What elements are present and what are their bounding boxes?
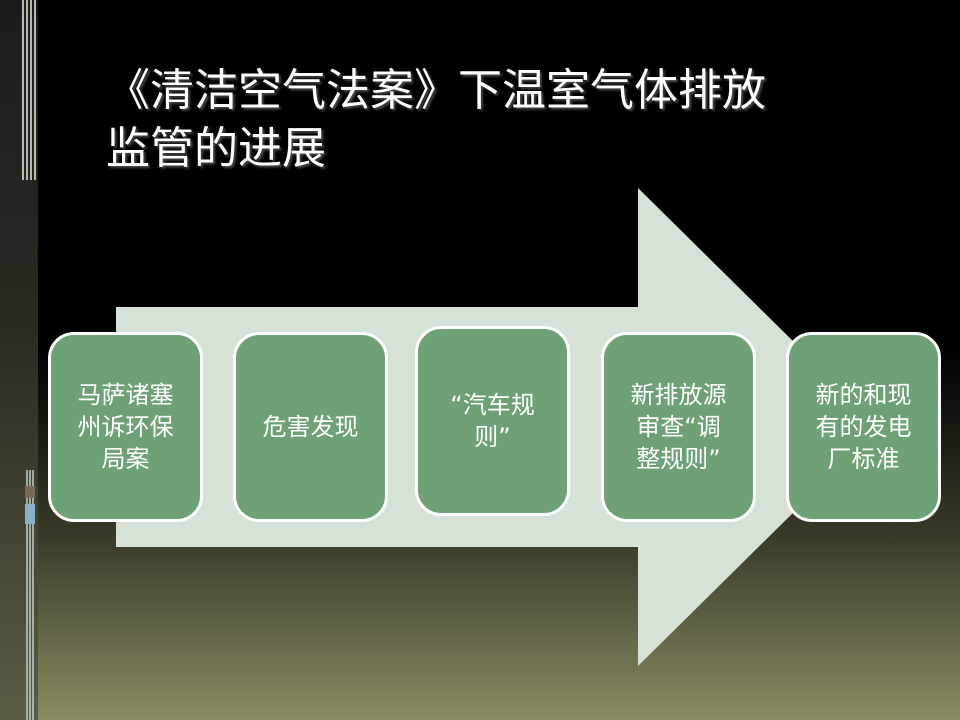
slide-title: 《清洁空气法案》下温室气体排放 监管的进展 bbox=[106, 62, 906, 178]
title-line-2: 监管的进展 bbox=[106, 123, 326, 174]
step-power-plant-standards: 新的和现有的发电厂标准 bbox=[786, 332, 941, 522]
left-bar-stripes-lower bbox=[26, 470, 34, 720]
left-bar-accent-brown bbox=[25, 486, 35, 498]
step-label: 危害发现 bbox=[262, 413, 359, 441]
step-massachusetts-v-epa: 马萨诸塞州诉环保局案 bbox=[48, 332, 203, 522]
step-tailoring-rule: 新排放源审查“调整规则” bbox=[601, 332, 756, 522]
step-label: 新的和现有的发电厂标准 bbox=[815, 381, 912, 473]
step-endangerment-finding: 危害发现 bbox=[233, 332, 388, 522]
title-line-1: 《清洁空气法案》下温室气体排放 bbox=[106, 65, 766, 116]
step-label: 新排放源审查“调整规则” bbox=[630, 381, 727, 473]
left-bar-stripes bbox=[22, 0, 38, 180]
step-label: 马萨诸塞州诉环保局案 bbox=[77, 381, 174, 473]
step-label: “汽车规则” bbox=[450, 391, 535, 451]
left-bar-accent-blue bbox=[25, 504, 35, 524]
step-vehicle-rule: “汽车规则” bbox=[415, 326, 570, 516]
